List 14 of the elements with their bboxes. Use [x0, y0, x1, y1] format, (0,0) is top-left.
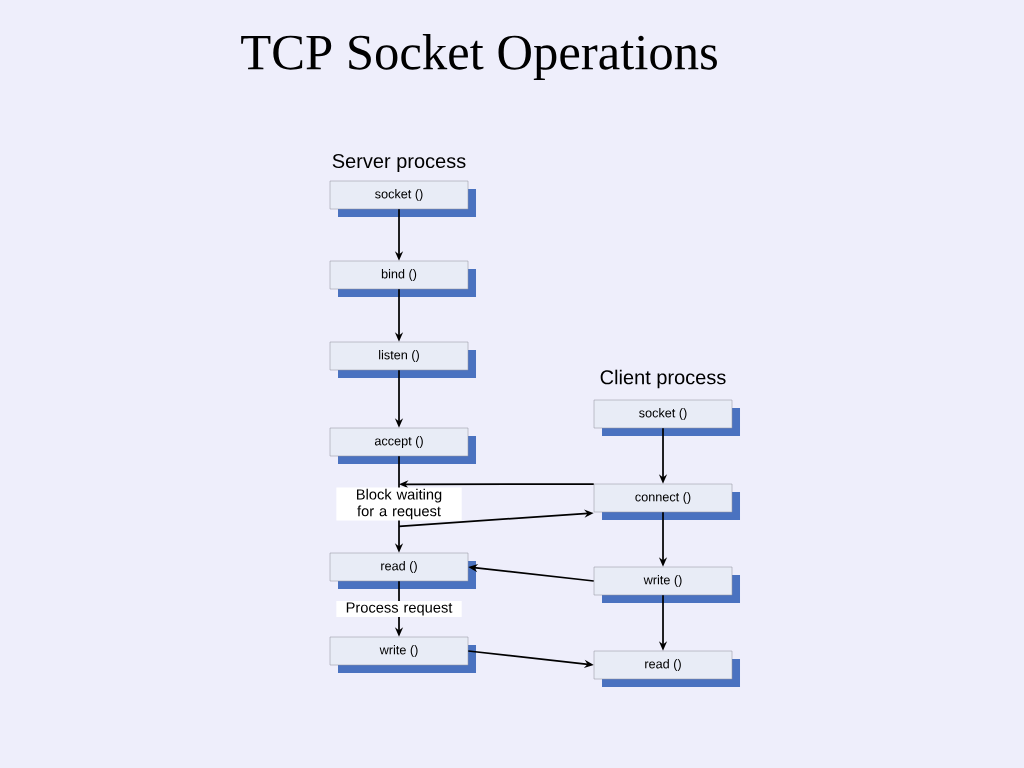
process-box: listen (): [329, 341, 476, 378]
process-box: read (): [329, 552, 476, 589]
process-box: accept (): [329, 427, 476, 464]
process-box: bind (): [329, 260, 476, 297]
process-box: read (): [593, 650, 740, 687]
title: TCP Socket Operations: [241, 34, 717, 80]
process-box: socket (): [593, 399, 740, 436]
column-heading: Client process: [600, 369, 726, 389]
process-box: write (): [593, 566, 740, 603]
edge-label: Process request: [336, 601, 462, 617]
edge-label: Block waiting for a request: [336, 487, 462, 521]
process-box: connect (): [593, 483, 740, 520]
process-box: write (): [329, 636, 476, 673]
process-box: socket (): [329, 180, 476, 217]
